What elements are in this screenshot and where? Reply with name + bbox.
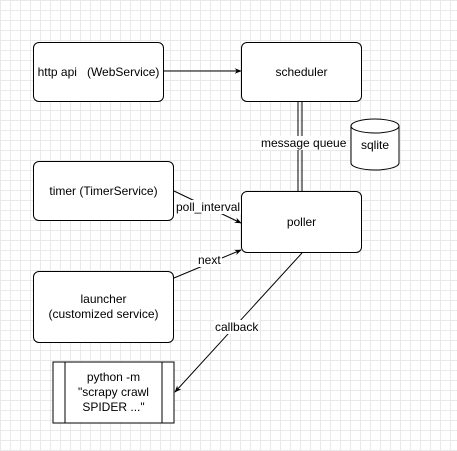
process-node[interactable]: python -m "scrapy crawl SPIDER ..." xyxy=(65,362,162,423)
poller-label: poller xyxy=(286,214,317,229)
sqlite-label: sqlite xyxy=(360,138,389,152)
message-queue-label: message queue xyxy=(260,136,348,150)
next-label: next xyxy=(197,253,222,267)
launcher-node[interactable]: launcher (customized service) xyxy=(33,271,174,343)
timer-node[interactable]: timer (TimerService) xyxy=(33,161,174,221)
poller-node[interactable]: poller xyxy=(241,191,362,253)
scheduler-node[interactable]: scheduler xyxy=(241,42,362,102)
http-api-label: http api (WebService) xyxy=(37,64,160,79)
callback-label: callback xyxy=(214,320,260,334)
http-api-node[interactable]: http api (WebService) xyxy=(33,42,164,102)
scheduler-label: scheduler xyxy=(275,64,328,79)
sqlite-cylinder-icon xyxy=(350,118,400,171)
poll-interval-label: poll_interval xyxy=(175,200,242,214)
process-shape xyxy=(52,361,175,424)
timer-label: timer (TimerService) xyxy=(49,183,158,198)
process-label: python -m "scrapy crawl SPIDER ..." xyxy=(78,370,149,414)
launcher-label: launcher (customized service) xyxy=(48,292,159,321)
